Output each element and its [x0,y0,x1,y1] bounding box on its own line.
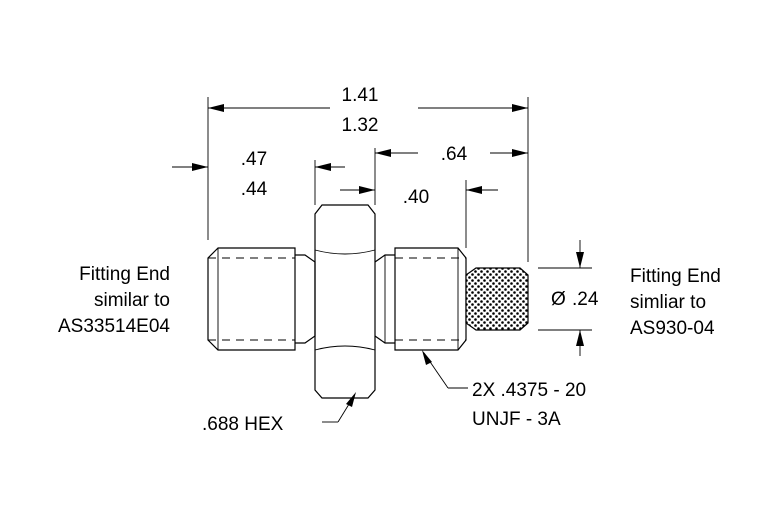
center-dimension [340,148,498,248]
right-fitting-note-line3: AS930-04 [630,318,715,339]
left-dimension [172,160,345,205]
diameter-value: .24 [572,289,599,310]
right-fitting-note-line2: simliar to [630,292,706,313]
hex-callout: .688 HEX [202,414,284,435]
overall-dimension-min: 1.32 [342,115,379,136]
left-thread-body [207,247,296,351]
left-fitting-note-line3: AS33514E04 [58,316,170,337]
left-dimension-max: .47 [241,149,267,170]
thread-callout-line2: UNJF - 3A [472,409,561,430]
left-fitting-note-line1: Fitting End [79,264,170,285]
overall-dimension-max: 1.41 [342,85,379,106]
diameter-dimension [538,240,592,356]
thread-leader [422,350,468,389]
hex-leader [322,392,356,423]
right-thread-body [394,247,467,351]
overall-dimension [207,97,529,262]
left-fitting-note-line2: similar to [94,290,170,311]
diameter-symbol: Ø [551,289,566,310]
left-dimension-min: .44 [241,179,268,200]
right-neck [374,254,395,344]
center-dimension-value: .40 [403,187,429,208]
right-fitting-note-line1: Fitting End [630,266,721,287]
hex-body [314,204,376,399]
thread-callout-line1: 2X .4375 - 20 [472,380,586,401]
left-neck [295,254,316,344]
knurled-end [465,267,529,331]
right-dimension [375,149,528,157]
right-dimension-value: .64 [441,144,468,165]
